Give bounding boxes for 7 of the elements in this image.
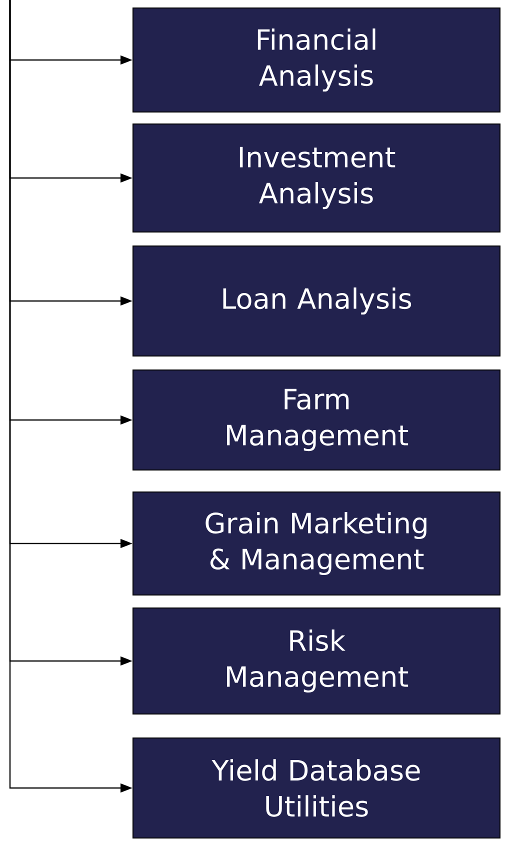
process-box: Yield Database Utilities	[132, 738, 500, 838]
process-box: Investment Analysis	[132, 124, 500, 232]
process-box: Financial Analysis	[132, 8, 500, 113]
process-box: Grain Marketing & Management	[132, 492, 500, 596]
process-box: Farm Management	[132, 370, 500, 470]
process-box: Risk Management	[132, 608, 500, 714]
process-box: Loan Analysis	[132, 246, 500, 356]
